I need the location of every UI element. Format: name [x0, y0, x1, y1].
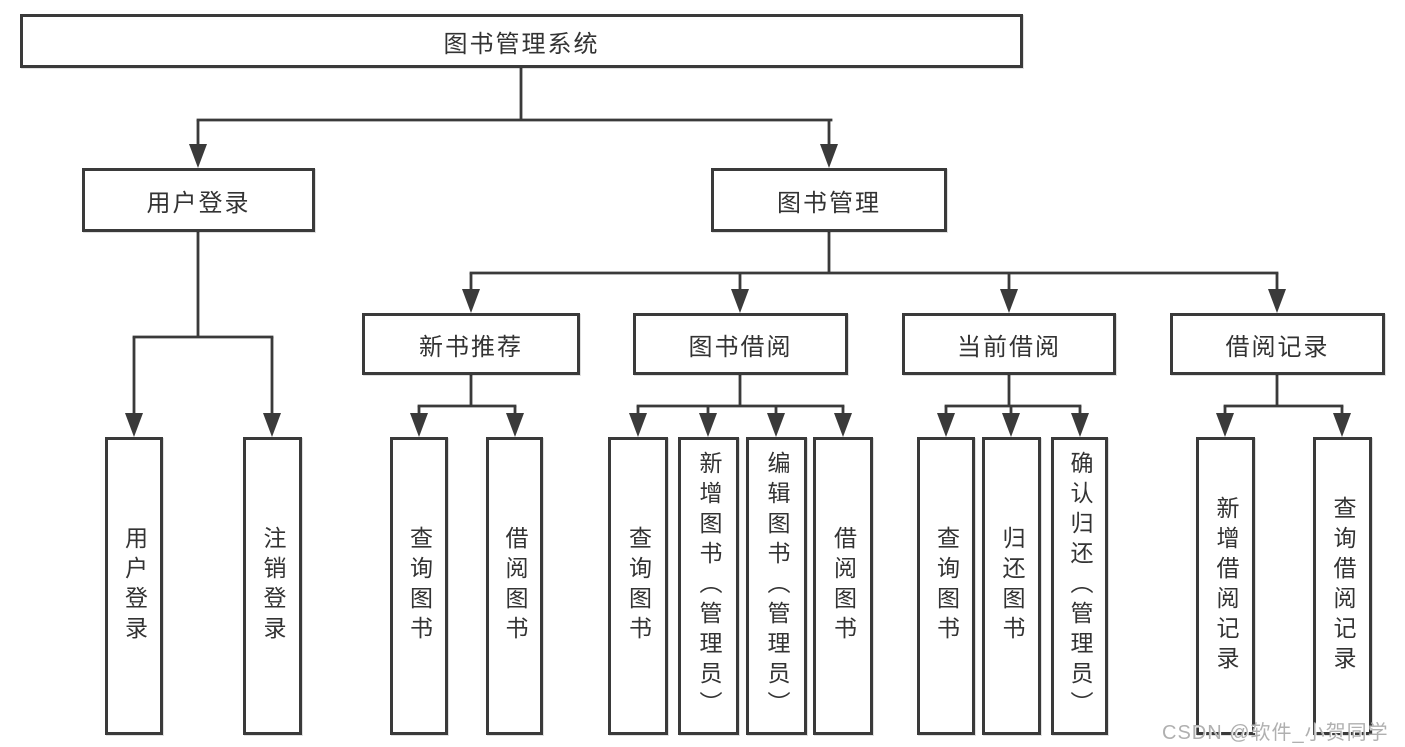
leaf-confirm-return-admin-label: 确认归还（管理员） — [1067, 451, 1093, 721]
leaf-user-login: 用户登录 — [105, 437, 163, 735]
node-borrow-record: 借阅记录 — [1170, 313, 1385, 375]
leaf-add-borrow-record: 新增借阅记录 — [1196, 437, 1255, 735]
connector-spine-new-book-rec — [417, 373, 517, 408]
arrow-down-icon — [263, 413, 281, 437]
node-book-management: 图书管理 — [711, 168, 947, 232]
leaf-query-book-current-label: 查询图书 — [933, 526, 960, 646]
node-book-borrow: 图书借阅 — [633, 313, 848, 375]
arrow-down-icon — [731, 289, 749, 313]
node-new-book-recommend-label: 新书推荐 — [419, 333, 523, 361]
leaf-add-book-admin: 新增图书（管理员） — [678, 437, 739, 735]
connector-spine-user-login — [132, 230, 274, 339]
leaf-query-book-borrow: 查询图书 — [608, 437, 668, 735]
leaf-logout-label: 注销登录 — [260, 526, 286, 646]
node-current-borrow: 当前借阅 — [902, 313, 1116, 375]
connector-spine-book-mgmt — [469, 230, 1279, 275]
node-book-borrow-label: 图书借阅 — [688, 333, 793, 361]
leaf-borrow-book: 借阅图书 — [813, 437, 873, 735]
connector-spine-current-borrow — [944, 373, 1082, 408]
leaf-add-book-admin-label: 新增图书（管理员） — [696, 451, 722, 721]
node-user-login-label: 用户登录 — [146, 189, 251, 217]
node-root-label: 图书管理系统 — [443, 30, 600, 58]
connector-spine-borrow-record — [1223, 373, 1344, 408]
arrow-down-icon — [699, 413, 717, 437]
arrow-down-icon — [1000, 289, 1018, 313]
arrow-down-icon — [506, 413, 524, 437]
leaf-add-borrow-record-label: 新增借阅记录 — [1213, 496, 1239, 676]
leaf-confirm-return-admin: 确认归还（管理员） — [1051, 437, 1108, 735]
leaf-query-borrow-record-label: 查询借阅记录 — [1330, 496, 1356, 676]
leaf-borrow-book-label: 借阅图书 — [830, 526, 857, 646]
leaf-edit-book-admin: 编辑图书（管理员） — [746, 437, 807, 735]
connector-spine-book-borrow — [636, 373, 845, 408]
flow-arrows — [125, 120, 1351, 437]
node-root: 图书管理系统 — [20, 14, 1023, 68]
arrow-down-icon — [1268, 289, 1286, 313]
leaf-return-book-label: 归还图书 — [999, 526, 1025, 646]
arrow-down-icon — [410, 413, 428, 437]
arrow-down-icon — [937, 413, 955, 437]
node-borrow-record-label: 借阅记录 — [1225, 333, 1330, 361]
leaf-query-book-recommend: 查询图书 — [390, 437, 448, 735]
arrow-down-icon — [629, 413, 647, 437]
leaf-borrow-book-recommend-label: 借阅图书 — [502, 526, 528, 646]
leaf-query-book-current: 查询图书 — [917, 437, 975, 735]
arrow-down-icon — [189, 144, 207, 168]
arrow-down-icon — [462, 289, 480, 313]
leaf-return-book: 归还图书 — [982, 437, 1041, 735]
leaf-user-login-label: 用户登录 — [121, 526, 148, 646]
arrow-down-icon — [820, 144, 838, 168]
arrow-down-icon — [1071, 413, 1089, 437]
arrow-down-icon — [767, 413, 785, 437]
leaf-logout: 注销登录 — [243, 437, 302, 735]
node-new-book-recommend: 新书推荐 — [362, 313, 580, 375]
node-user-login: 用户登录 — [82, 168, 315, 232]
node-current-borrow-label: 当前借阅 — [957, 333, 1061, 361]
leaf-query-book-recommend-label: 查询图书 — [406, 526, 433, 646]
leaf-query-book-borrow-label: 查询图书 — [625, 526, 652, 646]
arrow-down-icon — [125, 413, 143, 437]
arrow-down-icon — [834, 413, 852, 437]
arrow-down-icon — [1216, 413, 1234, 437]
arrow-down-icon — [1002, 413, 1020, 437]
leaf-edit-book-admin-label: 编辑图书（管理员） — [764, 451, 790, 721]
leaf-query-borrow-record: 查询借阅记录 — [1313, 437, 1372, 735]
connector-spine-root — [196, 65, 833, 122]
arrow-down-icon — [1333, 413, 1351, 437]
node-book-management-label: 图书管理 — [777, 189, 881, 217]
leaf-borrow-book-recommend: 借阅图书 — [486, 437, 543, 735]
csdn-watermark: CSDN @软件_小贺同学 — [1162, 722, 1389, 744]
